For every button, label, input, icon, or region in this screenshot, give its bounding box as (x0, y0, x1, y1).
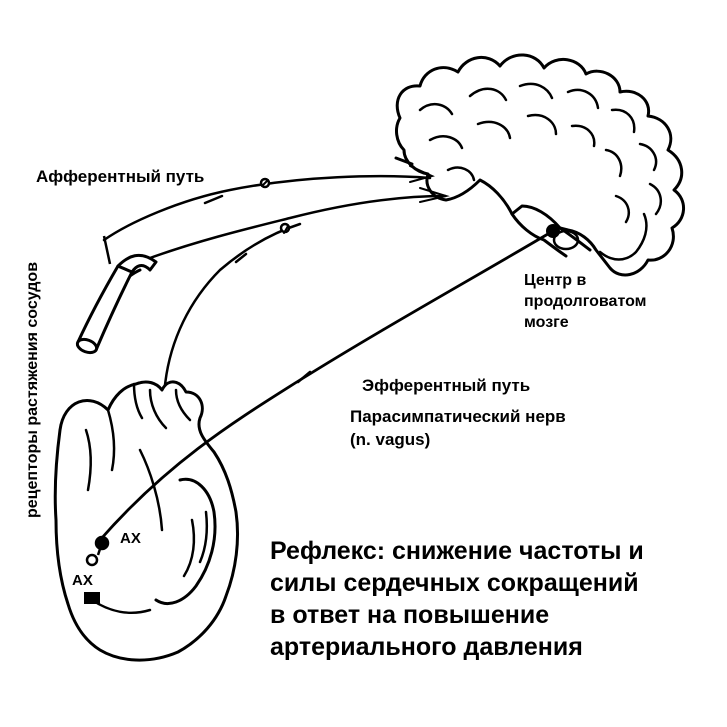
receptors-label: рецепторы растяжения сосудов (24, 261, 41, 518)
brain-illustration (395, 53, 685, 277)
vagus-nerve-path (98, 229, 555, 542)
nerve-latin-label: (n. vagus) (350, 430, 431, 449)
medulla-center-line1: Центр в (524, 272, 587, 289)
reflex-caption-line4: артериального давления (270, 633, 583, 661)
medulla-center-line2: продолговатом (524, 293, 647, 311)
heart-illustration (53, 380, 239, 662)
afferent-path-label: Афферентный путь (36, 167, 205, 186)
parasympathetic-nerve-label: Парасимпатический нерв (350, 407, 566, 426)
artery-illustration (75, 235, 158, 355)
efferent-path-label: Эфферентный путь (362, 376, 531, 395)
cardiac-nerve-endings (85, 535, 110, 567)
medulla-center-line3: мозге (524, 314, 569, 332)
reflex-caption-line3: в ответ на повышение (270, 601, 550, 629)
reflex-caption-line2: силы сердечных сокращений (270, 569, 639, 597)
reflex-caption: Рефлекс: снижение частоты и силы сердечн… (270, 535, 720, 663)
ax-lower-label: АХ (72, 572, 93, 589)
ax-upper-label: АХ (120, 530, 141, 547)
afferent-nerve-paths (102, 156, 450, 387)
reflex-caption-line1: Рефлекс: снижение частоты и (270, 537, 644, 565)
medulla-center-label: Центр в продолговатом мозге (524, 270, 714, 333)
